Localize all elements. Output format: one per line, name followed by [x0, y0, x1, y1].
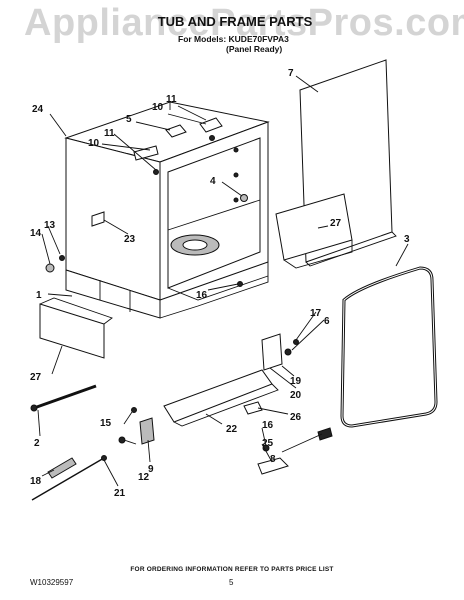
callout-17: 17 [310, 308, 322, 319]
callout-11-top: 11 [166, 94, 177, 105]
model-line: For Models: KUDE70FVPA3 [178, 34, 289, 44]
plate-26 [243, 401, 263, 415]
callout-4: 4 [210, 176, 216, 187]
callout-11-mid: 11 [104, 128, 115, 139]
page-number: 5 [229, 578, 234, 587]
callout-14: 13 [44, 220, 56, 231]
tub-frame-assembly [64, 101, 270, 319]
diagram-title: TUB AND FRAME PARTS [157, 14, 313, 29]
callout-15: 14 [30, 228, 42, 239]
callout-20: 20 [290, 390, 302, 401]
leader-lines [37, 75, 409, 487]
channel-22 [163, 369, 273, 423]
callout-9: 9 [148, 464, 154, 475]
callout-23: 23 [124, 234, 136, 245]
watermark: AppliancePartsPros.com [24, 2, 464, 44]
part-14 [59, 255, 65, 261]
callout-7: 7 [288, 68, 294, 79]
callout-16-upper: 16 [196, 290, 208, 301]
callout-10-top: 10 [152, 102, 164, 113]
callout-8: 8 [270, 454, 276, 465]
callout-3: 3 [404, 234, 410, 245]
plug-23 [91, 211, 105, 227]
bracket-13-25 [257, 457, 289, 475]
document-number: W10329597 [30, 578, 74, 587]
part-18 [47, 457, 77, 479]
callout-5: 5 [126, 114, 132, 125]
cable-21 [31, 457, 105, 501]
ordering-note: FOR ORDERING INFORMATION REFER TO PARTS … [130, 566, 334, 573]
bracket-19-20 [261, 333, 283, 371]
part-4 [240, 194, 248, 202]
bracket-9 [139, 417, 155, 445]
callout-16-lower: 15 [100, 418, 112, 429]
callout-24: 24 [32, 104, 44, 115]
callout-26: 26 [290, 412, 302, 423]
callout-27-right: 27 [330, 218, 342, 229]
callout-27-left: 27 [30, 372, 42, 383]
callout-12: 12 [138, 472, 150, 483]
callout-25: 25 [262, 438, 274, 449]
callout-18: 18 [30, 476, 42, 487]
screw-16-lower [131, 407, 137, 413]
leveling-leg-2 [33, 384, 97, 410]
screw-16-upper [237, 281, 243, 287]
fitting-8 [317, 427, 333, 441]
callout-6: 6 [324, 316, 330, 327]
toe-panel-27-left [39, 303, 105, 359]
callout-1: 1 [36, 290, 42, 301]
callout-22: 22 [226, 424, 238, 435]
callout-13: 16 [262, 420, 274, 431]
callout-19: 19 [290, 376, 302, 387]
variant-line: (Panel Ready) [226, 44, 283, 54]
callout-10-mid: 10 [88, 138, 100, 149]
part-15 [45, 263, 55, 273]
callout-21: 21 [114, 488, 126, 499]
callout-2: 2 [34, 438, 40, 449]
callouts: 24 7 3 27 11 10 5 11 10 4 23 13 14 16 1 … [30, 68, 410, 499]
